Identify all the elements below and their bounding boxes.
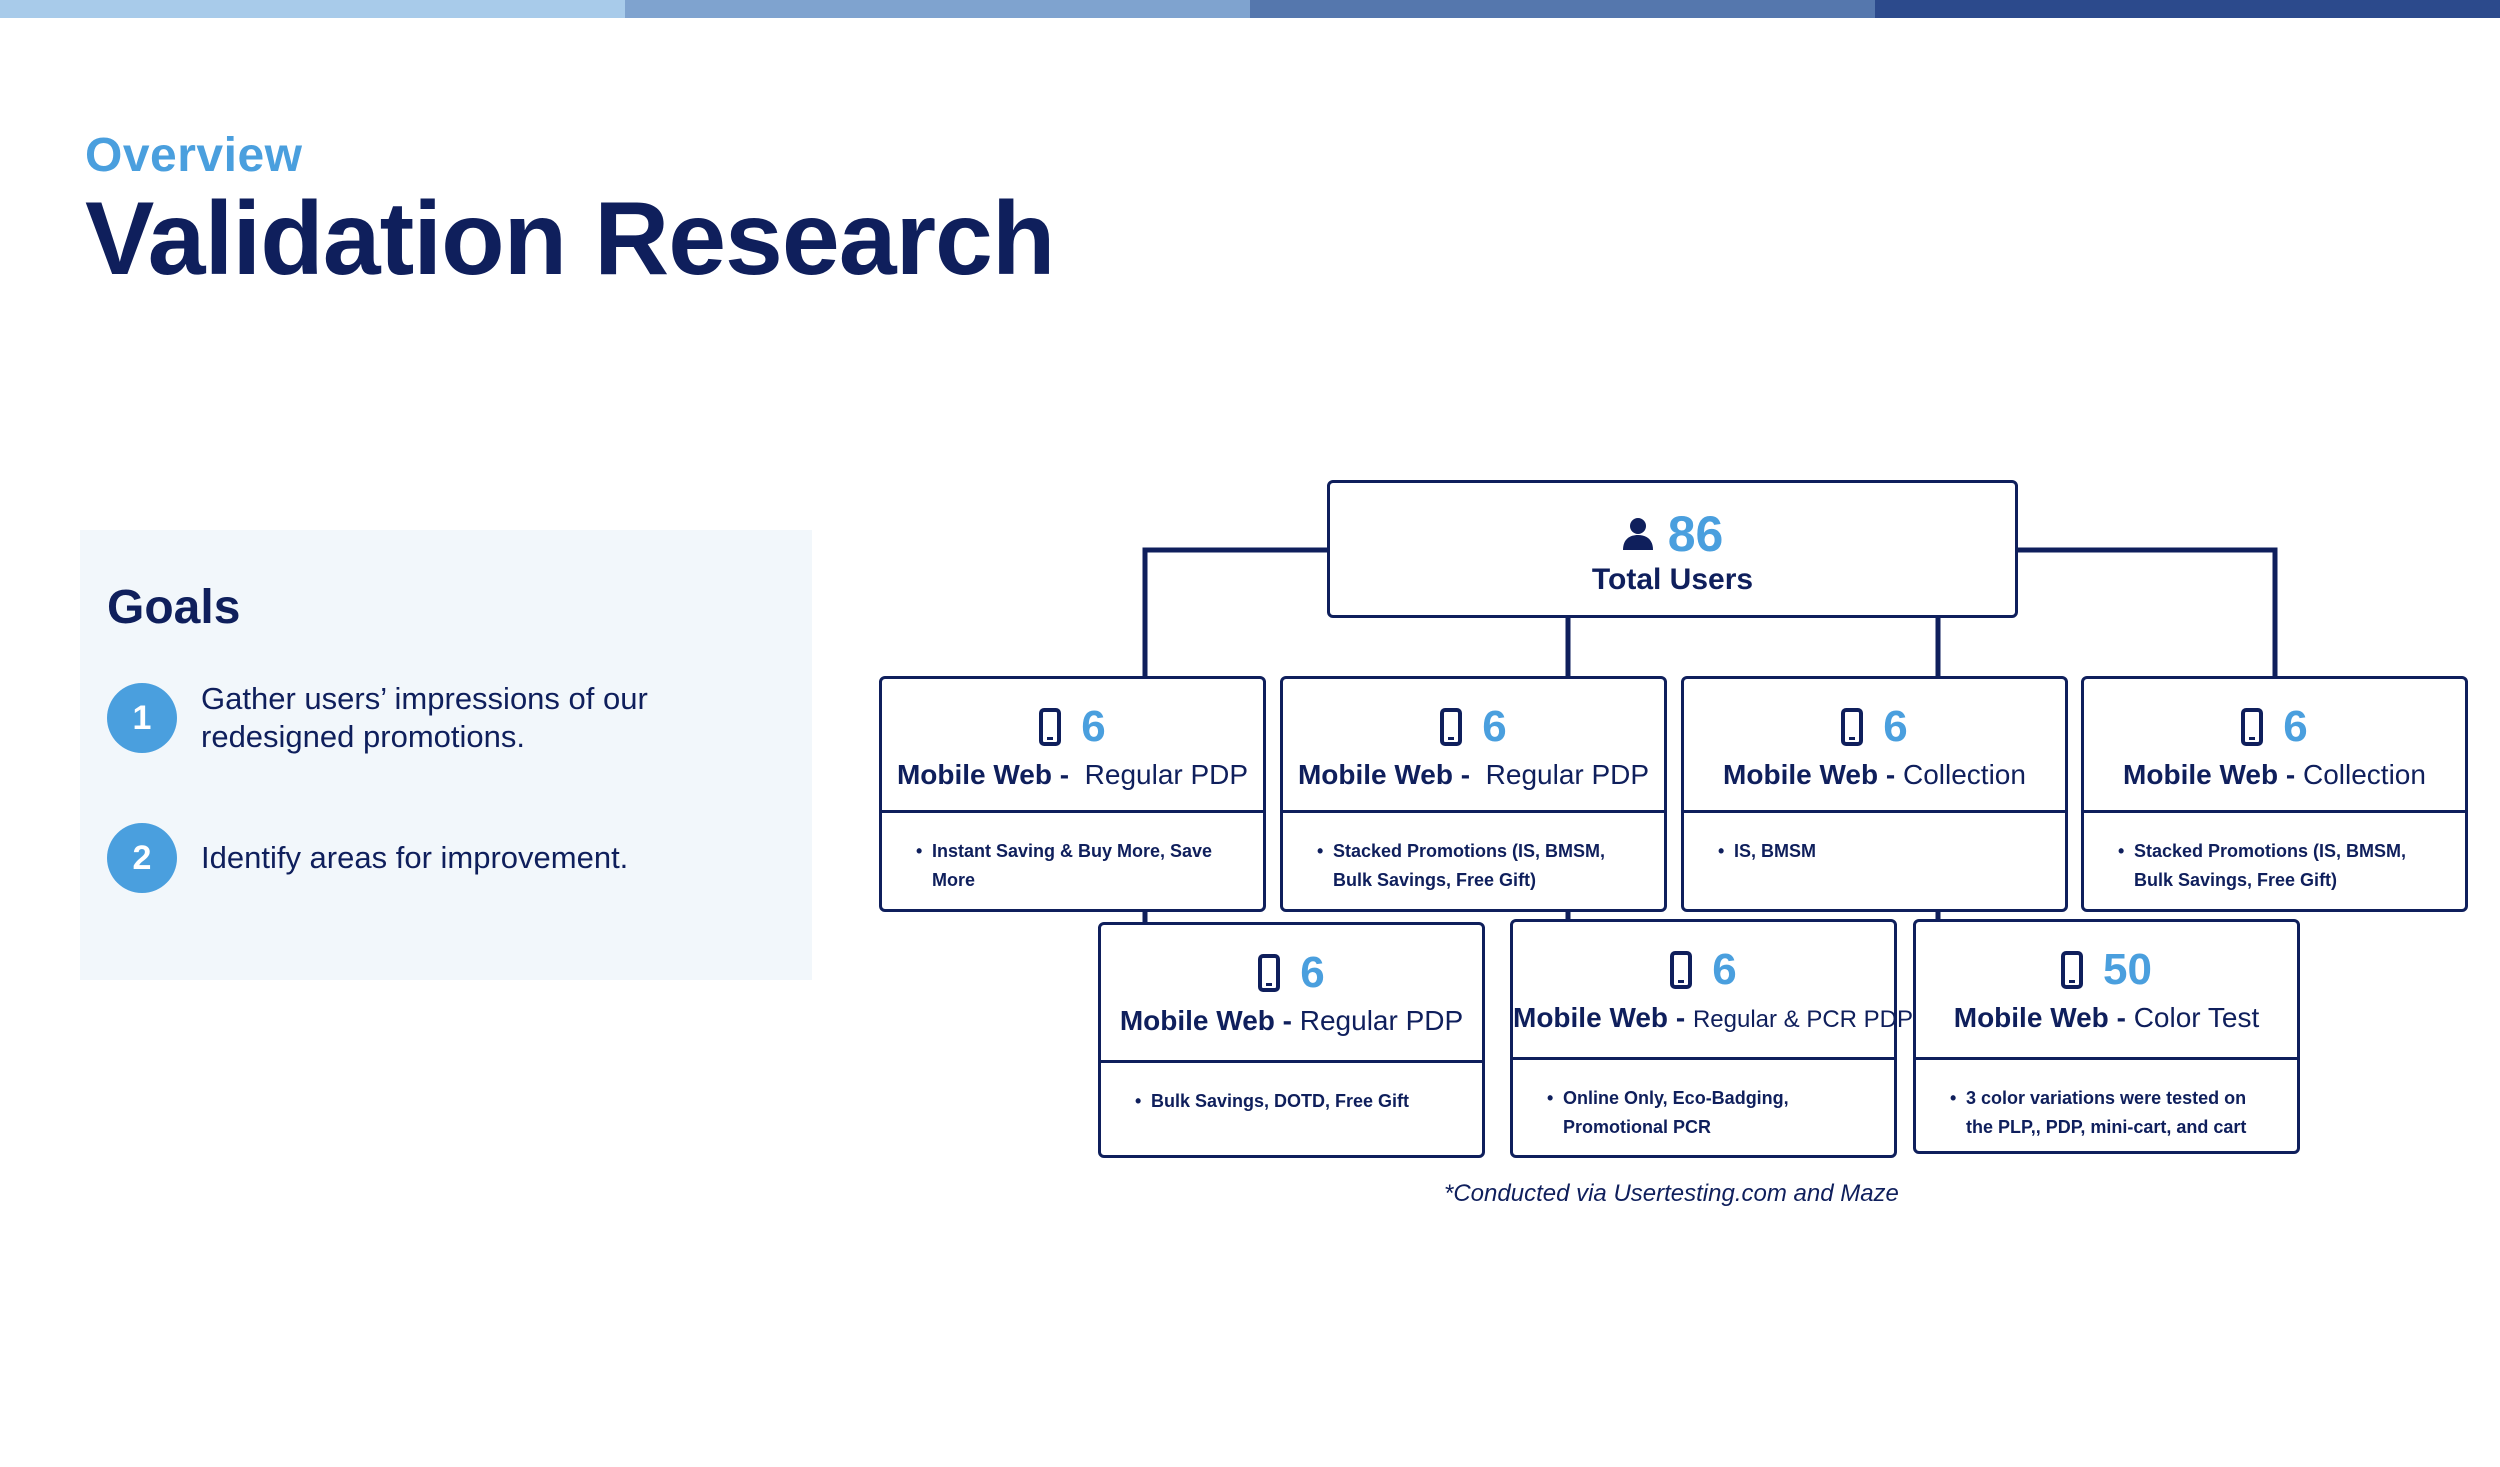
- phone-icon: [2061, 951, 2084, 989]
- phone-icon: [1039, 708, 1062, 746]
- segment-card: 6 Mobile Web - Regular PDP • Instant Savi…: [879, 676, 1266, 912]
- segment-card: 6 Mobile Web - Regular & PCR PDP • Online…: [1510, 919, 1913, 1158]
- top-bar-segment-1: [0, 0, 625, 18]
- page-eyebrow: Overview: [85, 129, 303, 182]
- segment-count: 6: [1081, 702, 1106, 751]
- total-users-count: 86: [1667, 506, 1724, 562]
- segment-variant: Regular & PCR PDP: [1692, 1006, 1914, 1033]
- phone-icon: [1670, 951, 1693, 989]
- bullet-dot: •: [1317, 841, 1324, 861]
- top-bar-segment-3: [1250, 0, 1875, 18]
- segment-card: 6 Mobile Web - Collection • IS, BMSM: [1681, 676, 2068, 912]
- top-color-bar: [0, 0, 2500, 18]
- segment-variant: Color Test: [2133, 1002, 2260, 1033]
- segment-variant: Collection: [1902, 759, 2026, 790]
- bullet-dot: •: [2118, 841, 2125, 861]
- segment-variant: Collection: [2302, 759, 2426, 790]
- goal-number-badge: 1: [107, 683, 177, 753]
- segment-detail: Instant Saving & Buy More, Save More: [932, 841, 1213, 890]
- segment-platform: Mobile Web -: [1953, 1002, 2126, 1033]
- footnote: *Conducted via Usertesting.com and Maze: [1444, 1180, 1899, 1207]
- segment-count: 6: [1883, 702, 1908, 751]
- segment-count: 6: [1712, 945, 1737, 994]
- segment-card: 50 Mobile Web - Color Test • 3 color vari…: [1913, 919, 2300, 1154]
- segment-card: 6 Mobile Web - Regular PDP • Bulk Savings…: [1098, 922, 1485, 1158]
- segment-detail: Stacked Promotions (IS, BMSM, Bulk Savin…: [2134, 841, 2407, 890]
- segment-platform: Mobile Web -: [1513, 1002, 1686, 1033]
- segment-variant: Regular PDP: [1299, 1005, 1464, 1036]
- segment-platform: Mobile Web -: [1119, 1005, 1292, 1036]
- bullet-dot: •: [1135, 1091, 1142, 1111]
- segment-detail: Bulk Savings, DOTD, Free Gift: [1151, 1091, 1410, 1111]
- bullet-dot: •: [1950, 1088, 1957, 1108]
- segment-platform: Mobile Web -: [2123, 759, 2296, 790]
- segment-detail: Online Only, Eco-Badging, Promotional PC…: [1563, 1088, 1789, 1137]
- bullet-dot: •: [916, 841, 923, 861]
- bullet-dot: •: [1547, 1088, 1554, 1108]
- segment-count: 6: [1482, 702, 1507, 751]
- connector-left: [1142, 547, 1327, 678]
- segment-detail: Stacked Promotions (IS, BMSM, Bulk Savin…: [1333, 841, 1606, 890]
- segment-platform: Mobile Web -: [896, 759, 1070, 790]
- goals-panel: Goals 1 Gather users’ impressions of our…: [80, 530, 812, 980]
- goal-text: Gather users’ impressions of our redesig…: [201, 681, 648, 754]
- phone-icon: [1440, 708, 1463, 746]
- segment-card: 6 Mobile Web - Collection • Stacked Promo…: [2081, 676, 2468, 912]
- top-bar-segment-2: [625, 0, 1250, 18]
- goal-number-badge: 2: [107, 823, 177, 893]
- connector-right: [2018, 547, 2278, 678]
- segment-platform: Mobile Web -: [1297, 759, 1471, 790]
- segment-variant: Regular PDP: [1084, 759, 1249, 790]
- segment-count: 6: [2283, 702, 2308, 751]
- page-title: Validation Research: [85, 181, 1055, 297]
- phone-icon: [2241, 708, 2264, 746]
- total-users-label: Total Users: [1591, 563, 1754, 596]
- goals-heading: Goals: [107, 581, 241, 634]
- goal-text: Identify areas for improvement.: [201, 840, 629, 875]
- total-users-box: 86 Total Users: [1327, 480, 2018, 618]
- segment-detail: IS, BMSM: [1734, 841, 1817, 861]
- bullet-dot: •: [1718, 841, 1725, 861]
- phone-icon: [1841, 708, 1864, 746]
- top-bar-segment-4: [1875, 0, 2500, 18]
- segment-platform: Mobile Web -: [1723, 759, 1896, 790]
- segment-count: 50: [2103, 945, 2152, 994]
- segment-detail: 3 color variations were tested on the PL…: [1966, 1088, 2247, 1137]
- goal-item-1: 1 Gather users’ impressions of our redes…: [107, 680, 721, 756]
- user-icon: [1622, 518, 1653, 550]
- segment-card: 6 Mobile Web - Regular PDP • Stacked Prom…: [1280, 676, 1667, 912]
- segment-variant: Regular PDP: [1485, 759, 1650, 790]
- goal-item-2: 2 Identify areas for improvement.: [107, 823, 721, 893]
- segment-count: 6: [1300, 948, 1325, 997]
- phone-icon: [1258, 954, 1281, 992]
